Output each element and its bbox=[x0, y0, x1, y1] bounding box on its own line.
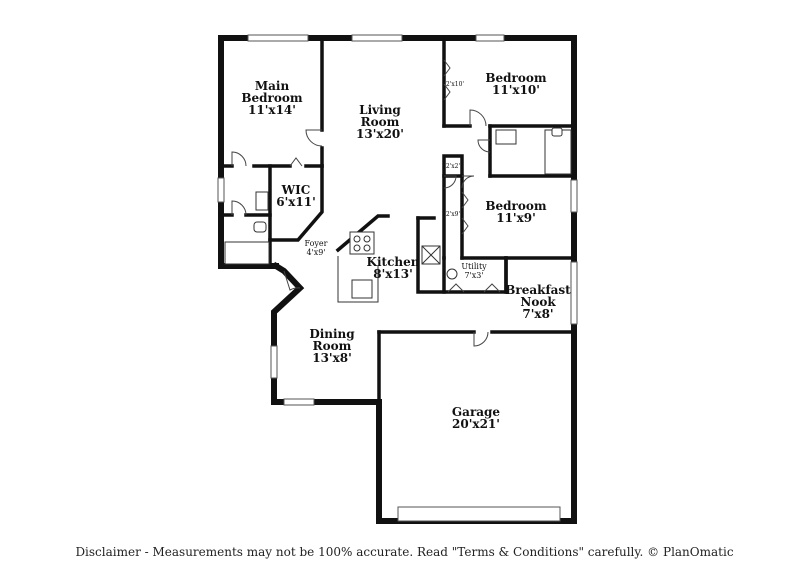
interior-walls bbox=[219, 38, 576, 404]
room-dining-room: Dining Room 13'x8' bbox=[309, 327, 355, 365]
breakfast-nook-name-line1: Breakfast bbox=[505, 283, 571, 297]
bedroom-2-name: Bedroom bbox=[485, 199, 546, 213]
room-living-room: Living Room 13'x20' bbox=[356, 103, 404, 141]
closet-a-dims: 2'x10' bbox=[446, 81, 464, 88]
main-bedroom-dims: 11'x14' bbox=[248, 103, 296, 117]
living-room-name-line1: Living bbox=[359, 103, 401, 117]
room-kitchen: Kitchen 8'x13' bbox=[367, 255, 420, 281]
utility-dims: 7'x3' bbox=[464, 271, 483, 280]
closet-b-dims: 2'x2' bbox=[446, 163, 461, 170]
doors bbox=[231, 59, 501, 347]
foyer-name: Foyer bbox=[304, 239, 327, 248]
breakfast-nook-dims: 7'x8' bbox=[522, 307, 553, 321]
foyer-dims: 4'x9' bbox=[306, 248, 325, 257]
bedroom-1-name: Bedroom bbox=[485, 71, 546, 85]
main-bedroom-name-line1: Main bbox=[255, 79, 290, 93]
dining-room-name-line2: Room bbox=[313, 339, 352, 353]
utility-name: Utility bbox=[461, 262, 487, 271]
wic-name: WIC bbox=[281, 183, 311, 197]
room-breakfast-nook: Breakfast Nook 7'x8' bbox=[505, 283, 571, 321]
closet-c-dims: 2'x9' bbox=[446, 211, 461, 218]
room-utility: Utility 7'x3' bbox=[461, 262, 487, 280]
room-garage: Garage 20'x21' bbox=[452, 405, 501, 431]
kitchen-name: Kitchen bbox=[367, 255, 420, 269]
living-room-name-line2: Room bbox=[361, 115, 400, 129]
garage-dims: 20'x21' bbox=[452, 417, 500, 431]
fixtures bbox=[224, 127, 572, 303]
wic-dims: 6'x11' bbox=[276, 195, 316, 209]
room-bedroom-2: Bedroom 11'x9' bbox=[485, 199, 546, 225]
living-room-dims: 13'x20' bbox=[356, 127, 404, 141]
dining-room-name-line1: Dining bbox=[309, 327, 355, 341]
bedroom-1-dims: 11'x10' bbox=[492, 83, 540, 97]
kitchen-dims: 8'x13' bbox=[373, 267, 413, 281]
breakfast-nook-name-line2: Nook bbox=[520, 295, 556, 309]
main-bedroom-name-line2: Bedroom bbox=[241, 91, 302, 105]
disclaimer-text: Disclaimer - Measurements may not be 100… bbox=[75, 545, 734, 559]
room-main-bedroom: Main Bedroom 11'x14' bbox=[241, 79, 302, 117]
room-bedroom-1: Bedroom 11'x10' bbox=[485, 71, 546, 97]
room-wic: WIC 6'x11' bbox=[276, 183, 316, 209]
garage-name: Garage bbox=[452, 405, 501, 419]
windows bbox=[217, 34, 578, 522]
dining-room-dims: 13'x8' bbox=[312, 351, 352, 365]
bedroom-2-dims: 11'x9' bbox=[496, 211, 536, 225]
room-foyer: Foyer 4'x9' bbox=[304, 239, 327, 257]
